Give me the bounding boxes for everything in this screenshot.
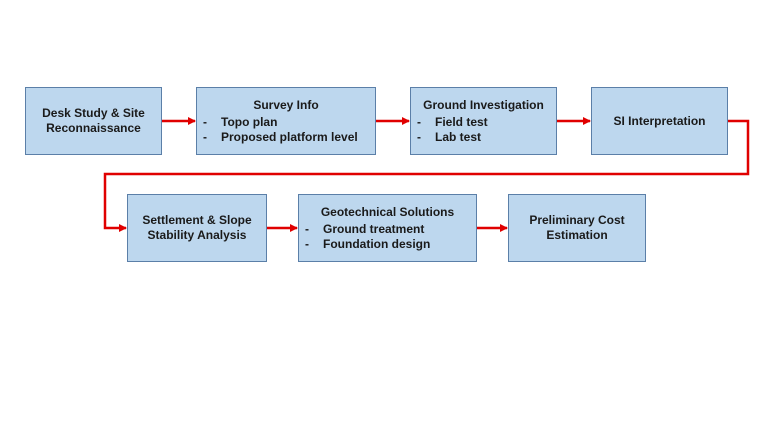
node-ground-investigation-item-lab-test: Lab test: [417, 130, 556, 145]
node-desk-study: Desk Study & Site Reconnaissance: [25, 87, 162, 155]
node-settlement-analysis: Settlement & Slope Stability Analysis: [127, 194, 267, 262]
node-ground-investigation-title: Ground Investigation: [423, 97, 544, 112]
node-geotechnical-list: Ground treatment Foundation design: [299, 222, 476, 252]
node-ground-investigation-item-field-test: Field test: [417, 115, 556, 130]
node-settlement-line-2: Stability Analysis: [147, 228, 247, 242]
node-ground-investigation: Ground Investigation Field test Lab test: [410, 87, 557, 155]
node-si-interpretation-line-1: SI Interpretation: [613, 113, 706, 128]
node-survey-info-item-topo-plan: Topo plan: [203, 115, 375, 130]
node-geotechnical-item-ground-treatment: Ground treatment: [305, 222, 476, 237]
node-survey-info-list: Topo plan Proposed platform level: [197, 115, 375, 145]
node-geotechnical-solutions: Geotechnical Solutions Ground treatment …: [298, 194, 477, 262]
arrow-si-to-settlement: [103, 119, 750, 232]
node-cost-line-1: Preliminary Cost: [529, 213, 625, 227]
node-preliminary-cost: Preliminary Cost Estimation: [508, 194, 646, 262]
node-si-interpretation: SI Interpretation: [591, 87, 728, 155]
node-ground-investigation-list: Field test Lab test: [411, 115, 556, 145]
node-survey-info-title: Survey Info: [253, 97, 319, 112]
node-desk-study-line-1: Desk Study & Site: [42, 106, 145, 120]
node-settlement-line-1: Settlement & Slope: [142, 213, 252, 227]
node-survey-info-item-platform-level: Proposed platform level: [203, 130, 375, 145]
node-desk-study-line-2: Reconnaissance: [46, 121, 141, 135]
node-cost-line-2: Estimation: [546, 228, 608, 242]
node-geotechnical-item-foundation-design: Foundation design: [305, 237, 476, 252]
node-geotechnical-title: Geotechnical Solutions: [320, 204, 455, 219]
node-survey-info: Survey Info Topo plan Proposed platform …: [196, 87, 376, 155]
